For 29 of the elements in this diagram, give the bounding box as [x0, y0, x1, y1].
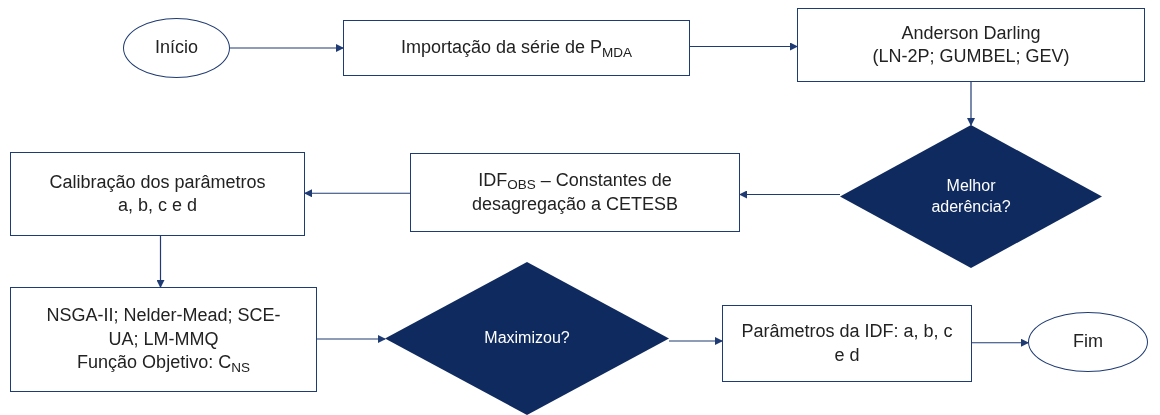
node-label: Fim [1073, 330, 1103, 354]
node-label: (LN-2P; GUMBEL; GEV) [872, 45, 1070, 68]
process-box [797, 8, 1145, 82]
process-box [722, 305, 972, 382]
process-box [343, 20, 690, 76]
node-label: Maximizou? [484, 328, 570, 349]
node-label: Melhor aderência? [930, 175, 1012, 217]
arrow [689, 42, 798, 51]
node-label: Parâmetros da IDF: a, b, c e d [740, 320, 954, 367]
process-box [410, 153, 740, 232]
node-label: Função Objetivo: C$_{NS}$ [77, 351, 250, 375]
arrow [156, 235, 165, 288]
node-label: NSGA-II; Nelder-Mead; SCE-UA; LM-MMQ [45, 304, 282, 351]
node-label: Calibração dos parâmetros a, b, c e d [48, 170, 267, 217]
process-box [10, 287, 317, 392]
arrow [229, 44, 344, 52]
arrow [668, 337, 723, 345]
arrow [316, 335, 386, 343]
node-label: IDF$_{OBS}$ – Constantes de desagregação a CETESB [470, 169, 680, 216]
process-box [10, 152, 305, 236]
arrow [967, 81, 975, 126]
node-label: Importação da série de P$_{MDA}$ [400, 36, 633, 60]
node-label: Anderson Darling [901, 21, 1041, 45]
node-label: Início [155, 36, 198, 60]
arrow [739, 190, 841, 199]
decision-diamond [840, 125, 1102, 268]
arrow [971, 338, 1029, 347]
decision-diamond [385, 262, 669, 415]
arrow [304, 189, 411, 198]
